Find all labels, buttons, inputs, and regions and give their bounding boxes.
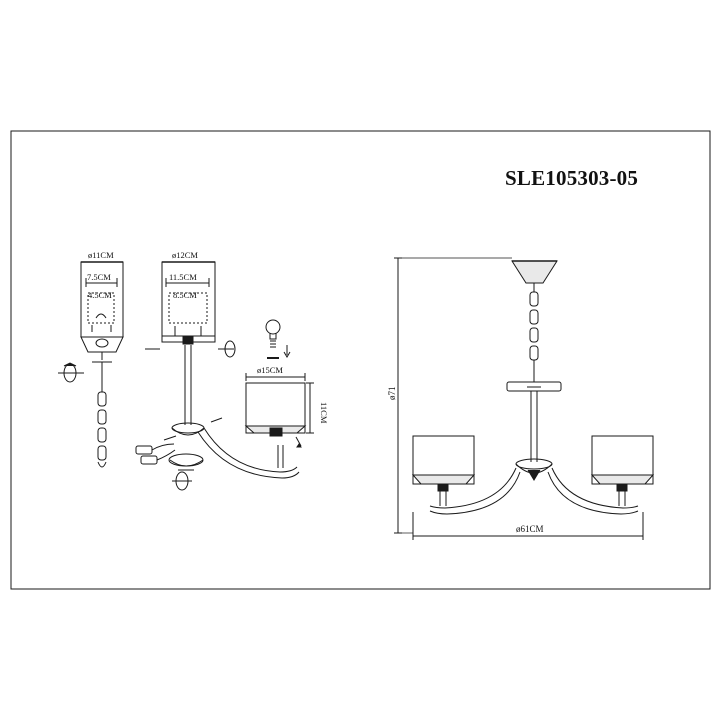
mounting-plate: [506, 381, 562, 392]
shade-body: [245, 382, 306, 434]
model-code-title: SLE105303-05: [505, 166, 639, 190]
wire-connector-icon: [135, 435, 177, 465]
plate-width-label-2: 8.5CM: [173, 290, 197, 300]
rotate-arrow-icon: [58, 362, 84, 383]
plate-diameter-label: ø12CM: [172, 250, 198, 260]
total-height-label: ø71: [387, 387, 397, 401]
assembled-fixture: [394, 257, 655, 540]
plate-detail: [135, 261, 300, 491]
total-width-label: ø61CM: [516, 524, 544, 534]
arm-right: [551, 467, 639, 509]
canopy-detail: [58, 261, 124, 468]
canopy: [511, 260, 558, 284]
arm-left: [429, 467, 517, 509]
canopy-chain: [97, 362, 107, 468]
canopy-width-label-2: 4.5CM: [88, 290, 112, 300]
sheet-border: [10, 130, 711, 590]
shade-detail: [244, 319, 314, 448]
plate-width-label-1: 11.5CM: [169, 272, 197, 282]
chain: [529, 283, 539, 382]
canopy-cup: [80, 336, 124, 353]
canopy-diameter-label: ø11CM: [88, 250, 114, 260]
shade-height-label: 11CM: [319, 402, 329, 424]
bulb-icon: [265, 319, 291, 358]
canopy-width-label-1: 7.5CM: [87, 272, 111, 282]
arm-curve: [203, 427, 298, 473]
shade-diameter-label: ø15CM: [257, 365, 283, 375]
